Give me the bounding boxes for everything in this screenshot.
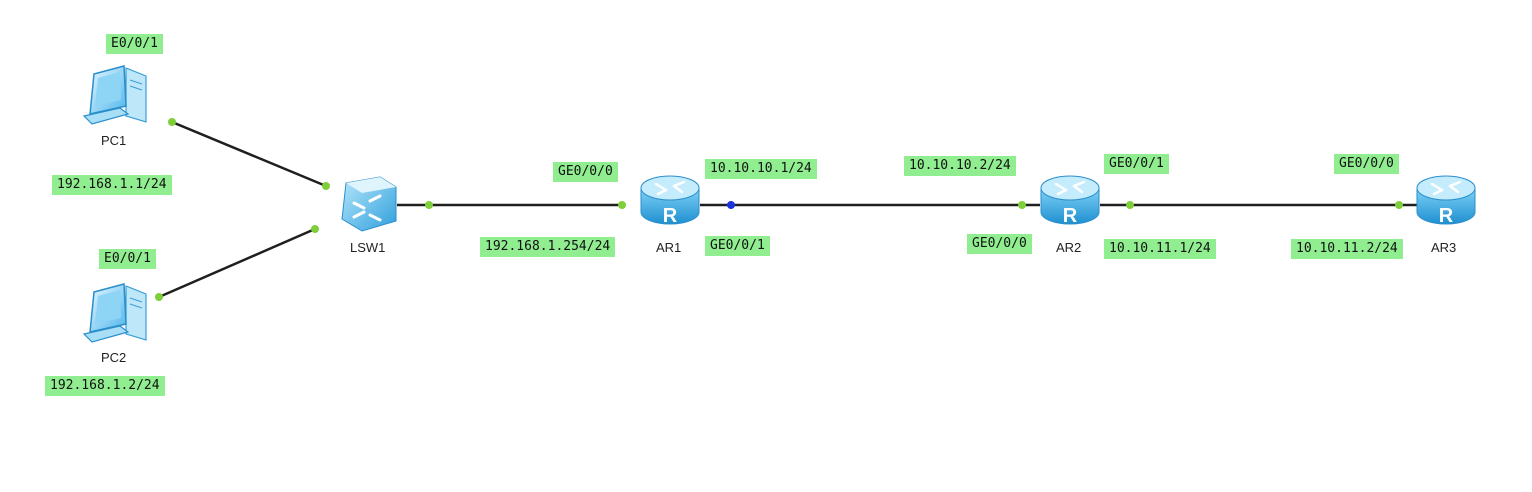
label-pc1-port[interactable]: E0/0/1 xyxy=(106,34,163,54)
switch-icon xyxy=(341,176,397,232)
label-pc1-ip[interactable]: 192.168.1.1/24 xyxy=(52,175,172,195)
label-ar2-g000[interactable]: GE0/0/0 xyxy=(967,234,1032,254)
ar1-name: AR1 xyxy=(656,240,682,255)
label-ar1-g001-ip[interactable]: 10.10.10.1/24 xyxy=(705,159,817,179)
svg-text:R: R xyxy=(663,205,678,227)
router-icon: R xyxy=(1040,175,1100,227)
device-ar2[interactable]: R xyxy=(1038,172,1102,232)
label-ar1-g000-ip[interactable]: 192.168.1.254/24 xyxy=(480,237,616,257)
ar2-name: AR2 xyxy=(1056,240,1082,255)
label-ar2-g001[interactable]: GE0/0/1 xyxy=(1104,154,1169,174)
label-ar1-g000[interactable]: GE0/0/0 xyxy=(553,162,618,182)
svg-text:R: R xyxy=(1063,205,1078,227)
label-ar3-g000-ip[interactable]: 10.10.11.2/24 xyxy=(1291,239,1403,259)
ar3-name: AR3 xyxy=(1431,240,1457,255)
pc1-name: PC1 xyxy=(101,133,127,148)
label-ar1-g001[interactable]: GE0/0/1 xyxy=(705,236,770,256)
link-pc1-lsw1[interactable] xyxy=(171,120,327,188)
port-dot-ar3-g000 xyxy=(1395,201,1403,209)
pc-icon xyxy=(82,65,147,125)
svg-text:R: R xyxy=(1439,205,1454,227)
label-ar2-g000-ip[interactable]: 10.10.10.2/24 xyxy=(904,156,1016,176)
device-ar1[interactable]: R xyxy=(638,172,702,232)
pc2-name: PC2 xyxy=(101,350,127,365)
port-dot-ar2-g000 xyxy=(1018,201,1026,209)
device-pc1[interactable] xyxy=(80,64,152,134)
device-lsw1[interactable] xyxy=(336,175,398,235)
router-icon: R xyxy=(640,175,700,227)
port-dot-ar1-g000 xyxy=(618,201,626,209)
port-dot-pc2 xyxy=(155,293,163,301)
lsw1-name: LSW1 xyxy=(350,240,386,255)
port-dot-lsw1-pc2 xyxy=(311,225,319,233)
device-ar3[interactable]: R xyxy=(1414,172,1478,232)
router-icon: R xyxy=(1416,175,1476,227)
port-dot-lsw1-pc1 xyxy=(322,182,330,190)
device-pc2[interactable] xyxy=(80,282,152,352)
port-dot-ar2-g001 xyxy=(1126,201,1134,209)
port-dot-ar1-g001 xyxy=(727,201,735,209)
label-pc2-port[interactable]: E0/0/1 xyxy=(99,249,156,269)
label-ar2-g001-ip[interactable]: 10.10.11.1/24 xyxy=(1104,239,1216,259)
port-dot-lsw1-ar1 xyxy=(425,201,433,209)
port-dot-pc1 xyxy=(168,118,176,126)
pc-icon xyxy=(82,283,147,343)
label-pc2-ip[interactable]: 192.168.1.2/24 xyxy=(45,376,165,396)
link-pc2-lsw1[interactable] xyxy=(158,227,316,299)
label-ar3-g000[interactable]: GE0/0/0 xyxy=(1334,154,1399,174)
